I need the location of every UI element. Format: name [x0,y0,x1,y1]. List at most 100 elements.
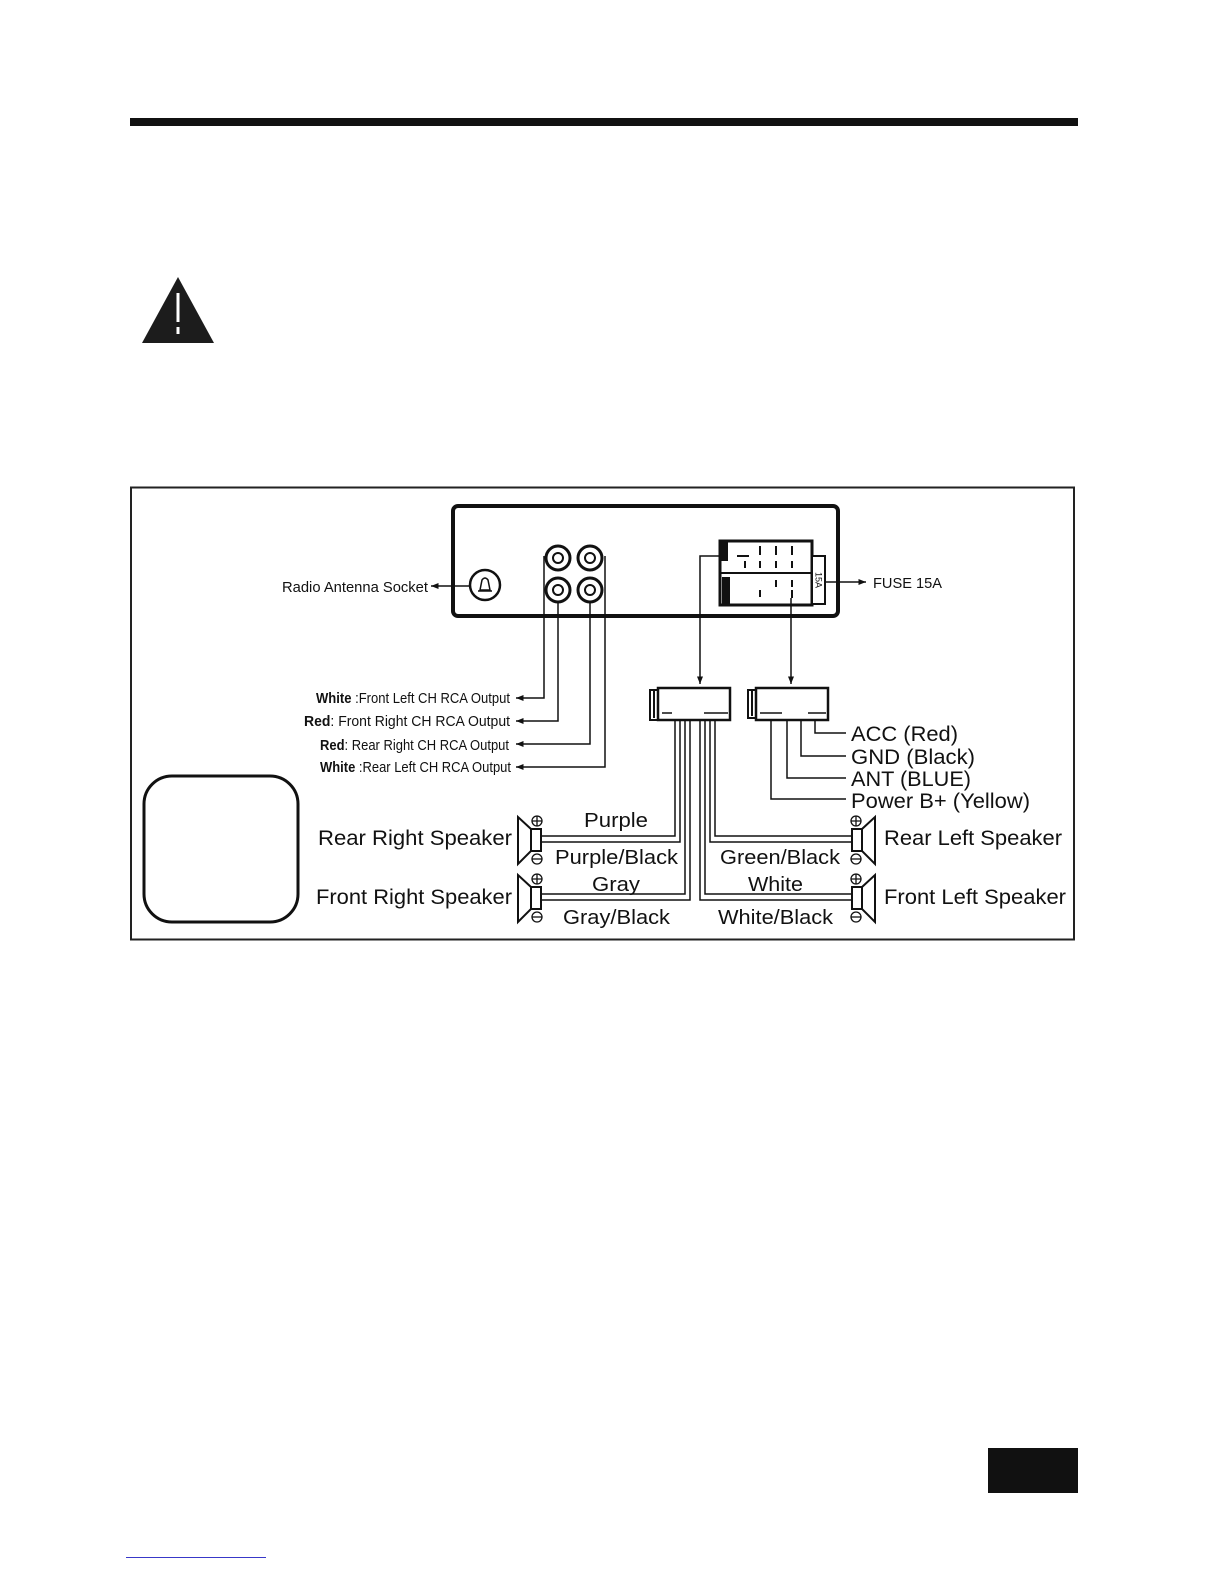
rca-jack-front-right-core [552,584,564,596]
blank-note-box [142,774,300,924]
socket-pins-top [737,546,793,568]
wire-front-left-plus [704,720,852,895]
wiring-harness-socket [718,539,814,607]
wire-front-left-minus [699,720,852,901]
rca-jack-icon [544,544,604,604]
antenna-socket-ring [468,568,502,602]
power-wire-label: GND (Black) [851,746,975,769]
diagram-frame [130,486,1075,941]
speaker-icon [850,814,876,867]
rca-jack-front-left [544,544,572,572]
plus-terminal-icon [531,873,543,885]
rca-description: : Rear Right CH RCA Output [345,737,510,754]
rca-description: : Front Right CH RCA Output [330,713,510,730]
plug-tab [747,689,756,719]
speaker-label-front-right: Front Right Speaker [316,886,512,909]
speaker-label-rear-right: Rear Right Speaker [318,827,512,850]
fuse-rating: 15A [814,572,824,588]
speaker-magnet [530,828,542,852]
terminal-cross [532,874,542,884]
fuse-body [811,555,826,605]
wire-ant [786,720,846,779]
rca-jack-rear-left [576,544,604,572]
rca-lead-front-left [516,556,545,701]
wire-rear-right-minus [541,720,681,843]
wire-front-right-plus [541,720,686,895]
speaker-label-rear-left: Rear Left Speaker [884,827,1062,850]
exclamation-dot [176,327,180,334]
speaker-icon [517,872,543,925]
rca-lead-rear-left [516,556,606,770]
wire-rear-left-minus [709,720,852,843]
speaker-magnet [851,886,863,910]
terminal-cross [851,874,861,884]
speaker-icon [850,872,876,925]
rca-description: :Rear Left CH RCA Output [355,759,511,776]
wire-acc [814,720,846,734]
minus-terminal-icon [531,853,543,865]
rca-output-label: White :Front Left CH RCA Output [316,690,511,707]
power-harness-plug [747,686,830,722]
wire-rear-left-plus [714,720,852,837]
page-number-box [988,1448,1078,1493]
rca-lead-rear-right [516,602,591,747]
rca-color: Red [304,713,330,730]
wire-gnd [800,720,846,757]
header-rule [130,118,1078,126]
rca-jack-front-left-core [552,552,564,564]
power-wire-label: Power B+ (Yellow) [851,790,1030,813]
rca-output-label: White :Rear Left CH RCA Output [320,759,512,776]
speaker-label-front-left: Front Left Speaker [884,886,1066,909]
wire-color-label: Gray [592,874,640,896]
wire-power [770,720,846,800]
terminal-cross [851,816,861,826]
fuse-label: FUSE 15A [873,575,942,592]
wire-color-label: Purple/Black [555,847,679,869]
plus-terminal-icon [531,815,543,827]
speaker-cone [517,872,532,925]
wire-color-label: Purple [584,810,648,832]
speaker-harness-arrow [697,555,720,684]
minus-terminal-icon [531,911,543,923]
wire-color-label: White [748,874,803,896]
terminal-cross [532,816,542,826]
rca-jack-rear-right-core [584,584,596,596]
wire-color-label: White/Black [718,907,834,929]
speaker-icon [517,814,543,867]
antenna-socket-icon [468,568,502,602]
warning-triangle-icon [142,277,214,343]
wire-front-right-minus [541,720,691,901]
socket-key-top [720,541,728,561]
speaker-cone [861,814,876,867]
speaker-cone [861,872,876,925]
head-unit-rear-panel: 15A [451,504,840,618]
fuse-icon: 15A [811,555,826,605]
speaker-cone [517,814,532,867]
rca-output-label: Red: Front Right CH RCA Output [304,713,511,730]
minus-terminal-icon [850,911,862,923]
power-wire-label: ANT (BLUE) [851,768,971,791]
plug-tab [649,689,658,721]
rca-color: White [320,759,355,776]
power-wire-label: ACC (Red) [851,723,958,746]
wire-color-label: Green/Black [720,847,841,869]
rca-lead-front-right [516,602,559,724]
rca-color: Red [320,737,345,754]
wire-color-label: Gray/Black [563,907,671,929]
socket-pins-bottom [759,580,793,598]
plus-terminal-icon [850,815,862,827]
plus-terminal-icon [850,873,862,885]
rca-jack-rear-left-core [584,552,596,564]
antenna-socket-pin [478,577,492,592]
rca-output-label: Red: Rear Right CH RCA Output [320,737,510,754]
speaker-harness-plug [649,686,732,722]
plug-body [754,686,830,722]
speaker-magnet [530,886,542,910]
speaker-magnet [851,828,863,852]
plug-body [656,686,732,722]
antenna-socket-label: Radio Antenna Socket [282,579,429,596]
exclamation-bar [176,293,180,322]
rca-description: :Front Left CH RCA Output [351,690,510,707]
wire-rear-right-plus [541,720,676,837]
